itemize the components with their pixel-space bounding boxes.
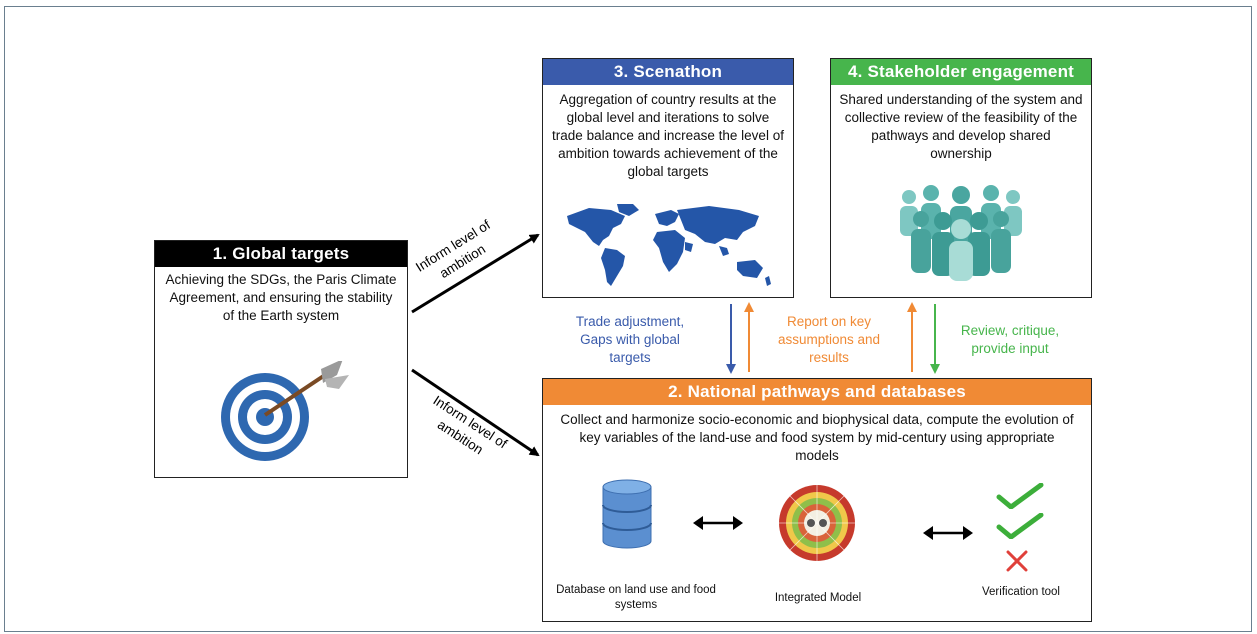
global-targets-text: Achieving the SDGs, the Paris Climate Ag… (165, 272, 397, 323)
verification-caption: Verification tool (982, 586, 1060, 598)
double-arrow-database-model (693, 516, 743, 530)
national-title: 2. National pathways and databases (543, 379, 1091, 405)
world-map-icon (567, 204, 771, 286)
database-caption: Database on land use and food systems (556, 584, 716, 611)
trade-adjustment-label: Trade adjustment, Gaps with global targe… (575, 314, 685, 365)
people-group-icon (900, 185, 1022, 281)
checkmark-icon (996, 513, 1044, 539)
stakeholder-title: 4. Stakeholder engagement (831, 59, 1091, 85)
national-box: 2. National pathways and databases Colle… (542, 378, 1092, 622)
national-text: Collect and harmonize socio-economic and… (560, 412, 1074, 463)
arrow-inform-down (411, 368, 540, 457)
scenathon-box: 3. Scenathon Aggregation of country resu… (542, 58, 794, 298)
global-targets-title: 1. Global targets (155, 241, 407, 267)
database-icon (602, 479, 652, 549)
arrow-inform-up (411, 233, 540, 314)
checkmark-icon (996, 483, 1044, 509)
scenathon-text: Aggregation of country results at the gl… (552, 92, 784, 179)
double-arrow-model-verification (923, 526, 973, 540)
stakeholder-box: 4. Stakeholder engagement Shared underst… (830, 58, 1092, 298)
scenathon-title: 3. Scenathon (543, 59, 793, 85)
stakeholder-text: Shared understanding of the system and c… (839, 92, 1083, 161)
cross-icon (1006, 550, 1028, 572)
target-icon (221, 361, 349, 461)
model-caption: Integrated Model (774, 592, 862, 604)
report-label: Report on key assumptions and results (777, 314, 881, 365)
global-targets-box: 1. Global targets Achieving the SDGs, th… (154, 240, 408, 478)
integrated-model-icon (779, 485, 855, 561)
review-label: Review, critique, provide input (960, 323, 1060, 356)
